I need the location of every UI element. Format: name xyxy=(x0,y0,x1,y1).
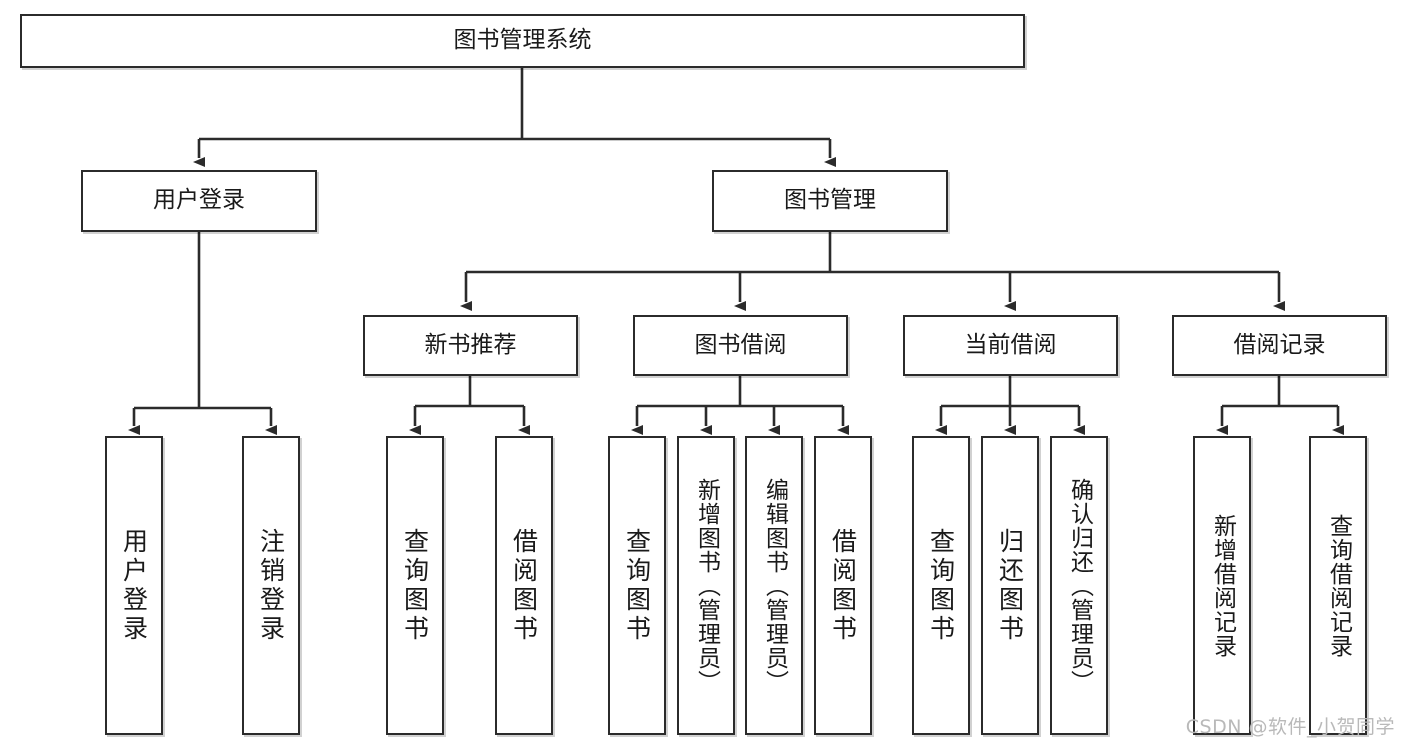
node-user-login-label: 用户登录 xyxy=(153,187,245,214)
node-current-borrow-label: 当前借阅 xyxy=(964,331,1057,358)
node-root-label: 图书管理系统 xyxy=(453,27,592,54)
node-leaf-return-book-label: 归还图书 xyxy=(995,527,1025,644)
node-leaf-borrow-book-2[interactable]: 借阅图书 xyxy=(814,436,872,735)
node-book-borrow[interactable]: 图书借阅 xyxy=(633,315,848,376)
node-leaf-confirm-return[interactable]: 确认归还（管理员） xyxy=(1050,436,1108,735)
node-leaf-add-record-label: 新增借阅记录 xyxy=(1209,513,1236,658)
node-book-manage-label: 图书管理 xyxy=(784,187,876,214)
node-leaf-user-login[interactable]: 用户登录 xyxy=(105,436,163,735)
node-leaf-query-record-label: 查询借阅记录 xyxy=(1325,513,1352,658)
node-borrow-record-label: 借阅记录 xyxy=(1233,331,1326,358)
node-leaf-query-book-1[interactable]: 查询图书 xyxy=(386,436,444,735)
node-book-manage[interactable]: 图书管理 xyxy=(712,170,948,232)
node-new-book-recommend-label: 新书推荐 xyxy=(424,331,517,358)
node-leaf-confirm-return-label: 确认归还（管理员） xyxy=(1066,477,1093,694)
node-leaf-query-book-1-label: 查询图书 xyxy=(400,527,430,644)
node-leaf-add-record[interactable]: 新增借阅记录 xyxy=(1193,436,1251,735)
node-leaf-borrow-book-1[interactable]: 借阅图书 xyxy=(495,436,553,735)
node-current-borrow[interactable]: 当前借阅 xyxy=(903,315,1118,376)
node-leaf-query-book-2-label: 查询图书 xyxy=(622,527,652,644)
node-new-book-recommend[interactable]: 新书推荐 xyxy=(363,315,578,376)
node-leaf-borrow-book-1-label: 借阅图书 xyxy=(509,527,539,644)
node-leaf-user-logout-label: 注销登录 xyxy=(256,527,286,644)
node-leaf-edit-book[interactable]: 编辑图书（管理员） xyxy=(745,436,803,735)
node-leaf-query-book-2[interactable]: 查询图书 xyxy=(608,436,666,735)
node-book-borrow-label: 图书借阅 xyxy=(694,331,787,358)
node-leaf-return-book[interactable]: 归还图书 xyxy=(981,436,1039,735)
watermark: CSDN @软件_小贺同学 xyxy=(1185,716,1395,738)
node-user-login[interactable]: 用户登录 xyxy=(81,170,317,232)
node-leaf-query-book-3[interactable]: 查询图书 xyxy=(912,436,970,735)
node-borrow-record[interactable]: 借阅记录 xyxy=(1172,315,1387,376)
node-leaf-query-book-3-label: 查询图书 xyxy=(926,527,956,644)
node-leaf-edit-book-label: 编辑图书（管理员） xyxy=(761,477,788,694)
node-leaf-add-book-label: 新增图书（管理员） xyxy=(693,477,720,694)
node-leaf-user-logout[interactable]: 注销登录 xyxy=(242,436,300,735)
node-leaf-query-record[interactable]: 查询借阅记录 xyxy=(1309,436,1367,735)
node-leaf-add-book[interactable]: 新增图书（管理员） xyxy=(677,436,735,735)
node-leaf-user-login-label: 用户登录 xyxy=(119,527,149,644)
node-leaf-borrow-book-2-label: 借阅图书 xyxy=(828,527,858,644)
node-root[interactable]: 图书管理系统 xyxy=(20,14,1025,68)
